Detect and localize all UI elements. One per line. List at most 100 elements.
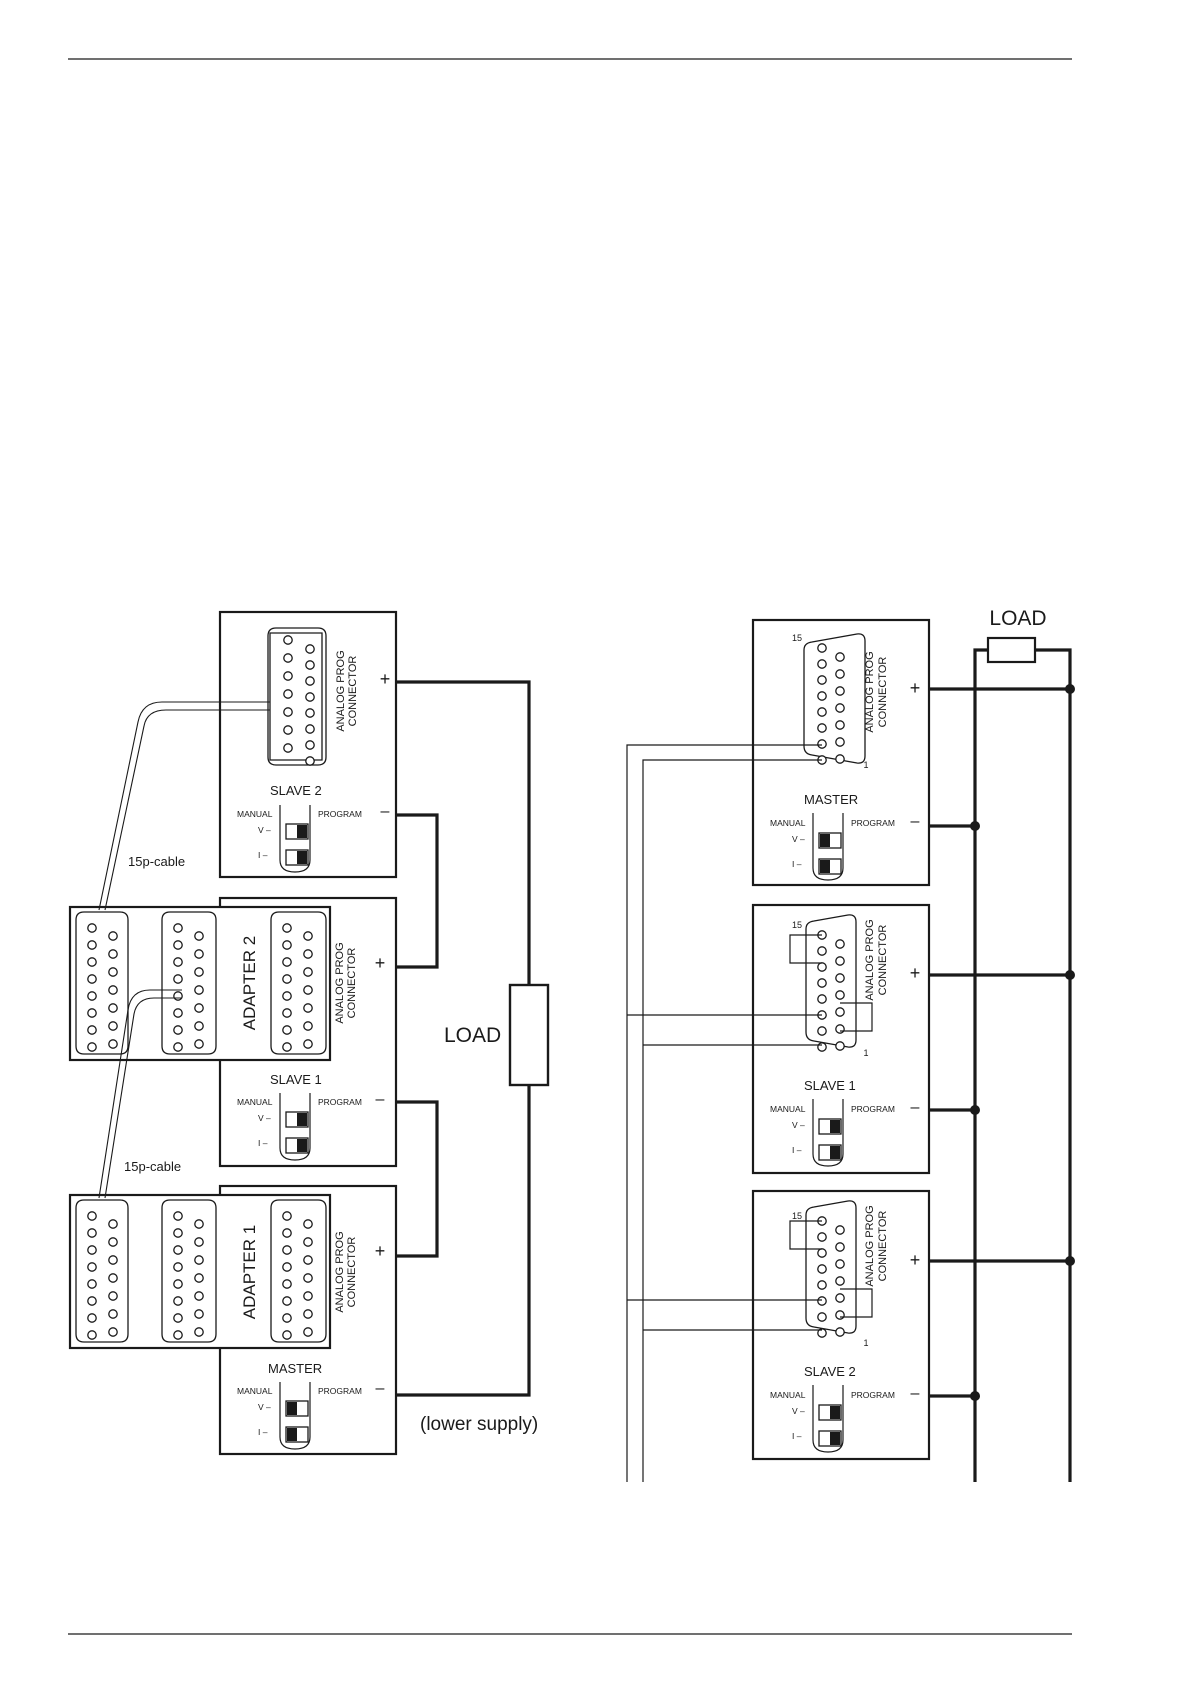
left-slave2-connector-label-1: ANALOG PROG	[335, 650, 347, 731]
left-slave2-title: SLAVE 2	[270, 783, 322, 798]
connector-pin	[282, 1025, 292, 1035]
connector-pin	[303, 1291, 313, 1301]
right-diagram: 15 1 ANALOG PROG CONNECTOR 15 1 ANALOG P…	[626, 607, 1075, 1482]
svg-text:I –: I –	[258, 850, 268, 860]
connector-pin	[87, 1211, 97, 1221]
connector-pin	[835, 956, 845, 966]
connector-pin	[282, 1228, 292, 1238]
svg-text:I –: I –	[792, 859, 802, 869]
svg-text:I –: I –	[792, 1431, 802, 1441]
connector-pin	[283, 725, 293, 735]
connector-pin	[835, 973, 845, 983]
connector-pin	[817, 739, 827, 749]
svg-text:CONNECTOR: CONNECTOR	[346, 948, 358, 1019]
connector-pin	[282, 1042, 292, 1052]
connector-pin	[303, 1327, 313, 1337]
connector-pin	[835, 990, 845, 1000]
svg-text:ANALOG PROG: ANALOG PROG	[864, 1205, 876, 1286]
connector-pin	[817, 978, 827, 988]
connector-pin	[282, 991, 292, 1001]
connector-pin	[194, 1219, 204, 1229]
connector-pin	[835, 720, 845, 730]
left-master-title: MASTER	[268, 1361, 322, 1376]
connector-pin	[835, 1259, 845, 1269]
connector-pin	[194, 1291, 204, 1301]
svg-text:MANUAL: MANUAL	[770, 1104, 806, 1114]
connector-pin	[108, 1003, 118, 1013]
svg-text:–: –	[911, 1099, 920, 1116]
svg-text:ANALOG PROG: ANALOG PROG	[334, 1231, 346, 1312]
svg-text:PROGRAM: PROGRAM	[318, 809, 362, 819]
svg-text:15: 15	[792, 633, 802, 643]
connector-pin	[305, 724, 315, 734]
connector-pin	[282, 1296, 292, 1306]
connector-pin	[835, 1041, 845, 1051]
connector-pin	[194, 1021, 204, 1031]
connector-pin	[835, 686, 845, 696]
connector-pin	[108, 949, 118, 959]
right-slave1-connector: 15 1 ANALOG PROG CONNECTOR	[792, 914, 889, 1058]
connector-pin	[282, 1313, 292, 1323]
connector-pin	[817, 1312, 827, 1322]
connector-pin	[87, 940, 97, 950]
svg-text:MANUAL: MANUAL	[237, 809, 273, 819]
left-diagram: ANALOG PROG CONNECTOR SLAVE 2 – + + – SL…	[68, 610, 550, 1456]
left-slave1-title: SLAVE 1	[270, 1072, 322, 1087]
connector-pin	[87, 1025, 97, 1035]
svg-text:+: +	[910, 678, 921, 698]
connector-pin	[283, 635, 293, 645]
connector-pin	[835, 939, 845, 949]
connector-pin	[303, 1039, 313, 1049]
connector-pin	[87, 1042, 97, 1052]
connector-pin	[835, 1242, 845, 1252]
connector-pin	[305, 676, 315, 686]
left-cables: 15p-cable 15p-cable	[98, 701, 270, 1199]
connector-pin	[87, 1228, 97, 1238]
svg-text:1: 1	[863, 760, 868, 770]
connector-pin	[303, 1003, 313, 1013]
connector-pin	[87, 991, 97, 1001]
connector-pin	[305, 740, 315, 750]
right-power-wiring: LOAD	[929, 607, 1075, 1482]
connector-pin	[817, 962, 827, 972]
connector-pin	[87, 923, 97, 933]
connector-pin	[303, 1255, 313, 1265]
connector-pin	[835, 703, 845, 713]
connector-pin	[173, 1262, 183, 1272]
connector-pin	[817, 946, 827, 956]
connector-pin	[835, 1024, 845, 1034]
right-slave2-switch: MANUAL PROGRAM V – I –	[770, 1385, 895, 1453]
svg-text:PROGRAM: PROGRAM	[851, 1390, 895, 1400]
connector-pin	[303, 967, 313, 977]
svg-text:V –: V –	[258, 825, 271, 835]
connector-pin	[282, 1279, 292, 1289]
connector-pin	[108, 985, 118, 995]
left-master-plus: +	[375, 1241, 386, 1261]
connector-pin	[283, 689, 293, 699]
svg-text:PROGRAM: PROGRAM	[318, 1386, 362, 1396]
right-master-switch: MANUAL PROGRAM V – I –	[770, 813, 895, 881]
connector-pin	[173, 957, 183, 967]
connector-pin	[87, 1262, 97, 1272]
svg-text:I –: I –	[792, 1145, 802, 1155]
right-signal-wiring	[626, 744, 873, 1482]
connector-pin	[108, 1021, 118, 1031]
connector-pin	[194, 1309, 204, 1319]
connector-pin	[173, 1296, 183, 1306]
connector-pin	[87, 1008, 97, 1018]
connector-pin	[835, 737, 845, 747]
connector-pin	[817, 1026, 827, 1036]
right-load-resistor	[986, 636, 1037, 664]
left-slave2-connector-label-2: CONNECTOR	[347, 656, 359, 727]
connector-pin	[173, 1330, 183, 1340]
connector-pin	[173, 1211, 183, 1221]
connector-pin	[817, 1280, 827, 1290]
connector-pin	[282, 923, 292, 933]
svg-text:CONNECTOR: CONNECTOR	[877, 925, 889, 996]
svg-text:1: 1	[863, 1338, 868, 1348]
svg-text:V –: V –	[792, 1120, 805, 1130]
connector-pin	[303, 931, 313, 941]
svg-text:CONNECTOR: CONNECTOR	[346, 1237, 358, 1308]
connector-pin	[173, 1245, 183, 1255]
connector-pin	[108, 1273, 118, 1283]
